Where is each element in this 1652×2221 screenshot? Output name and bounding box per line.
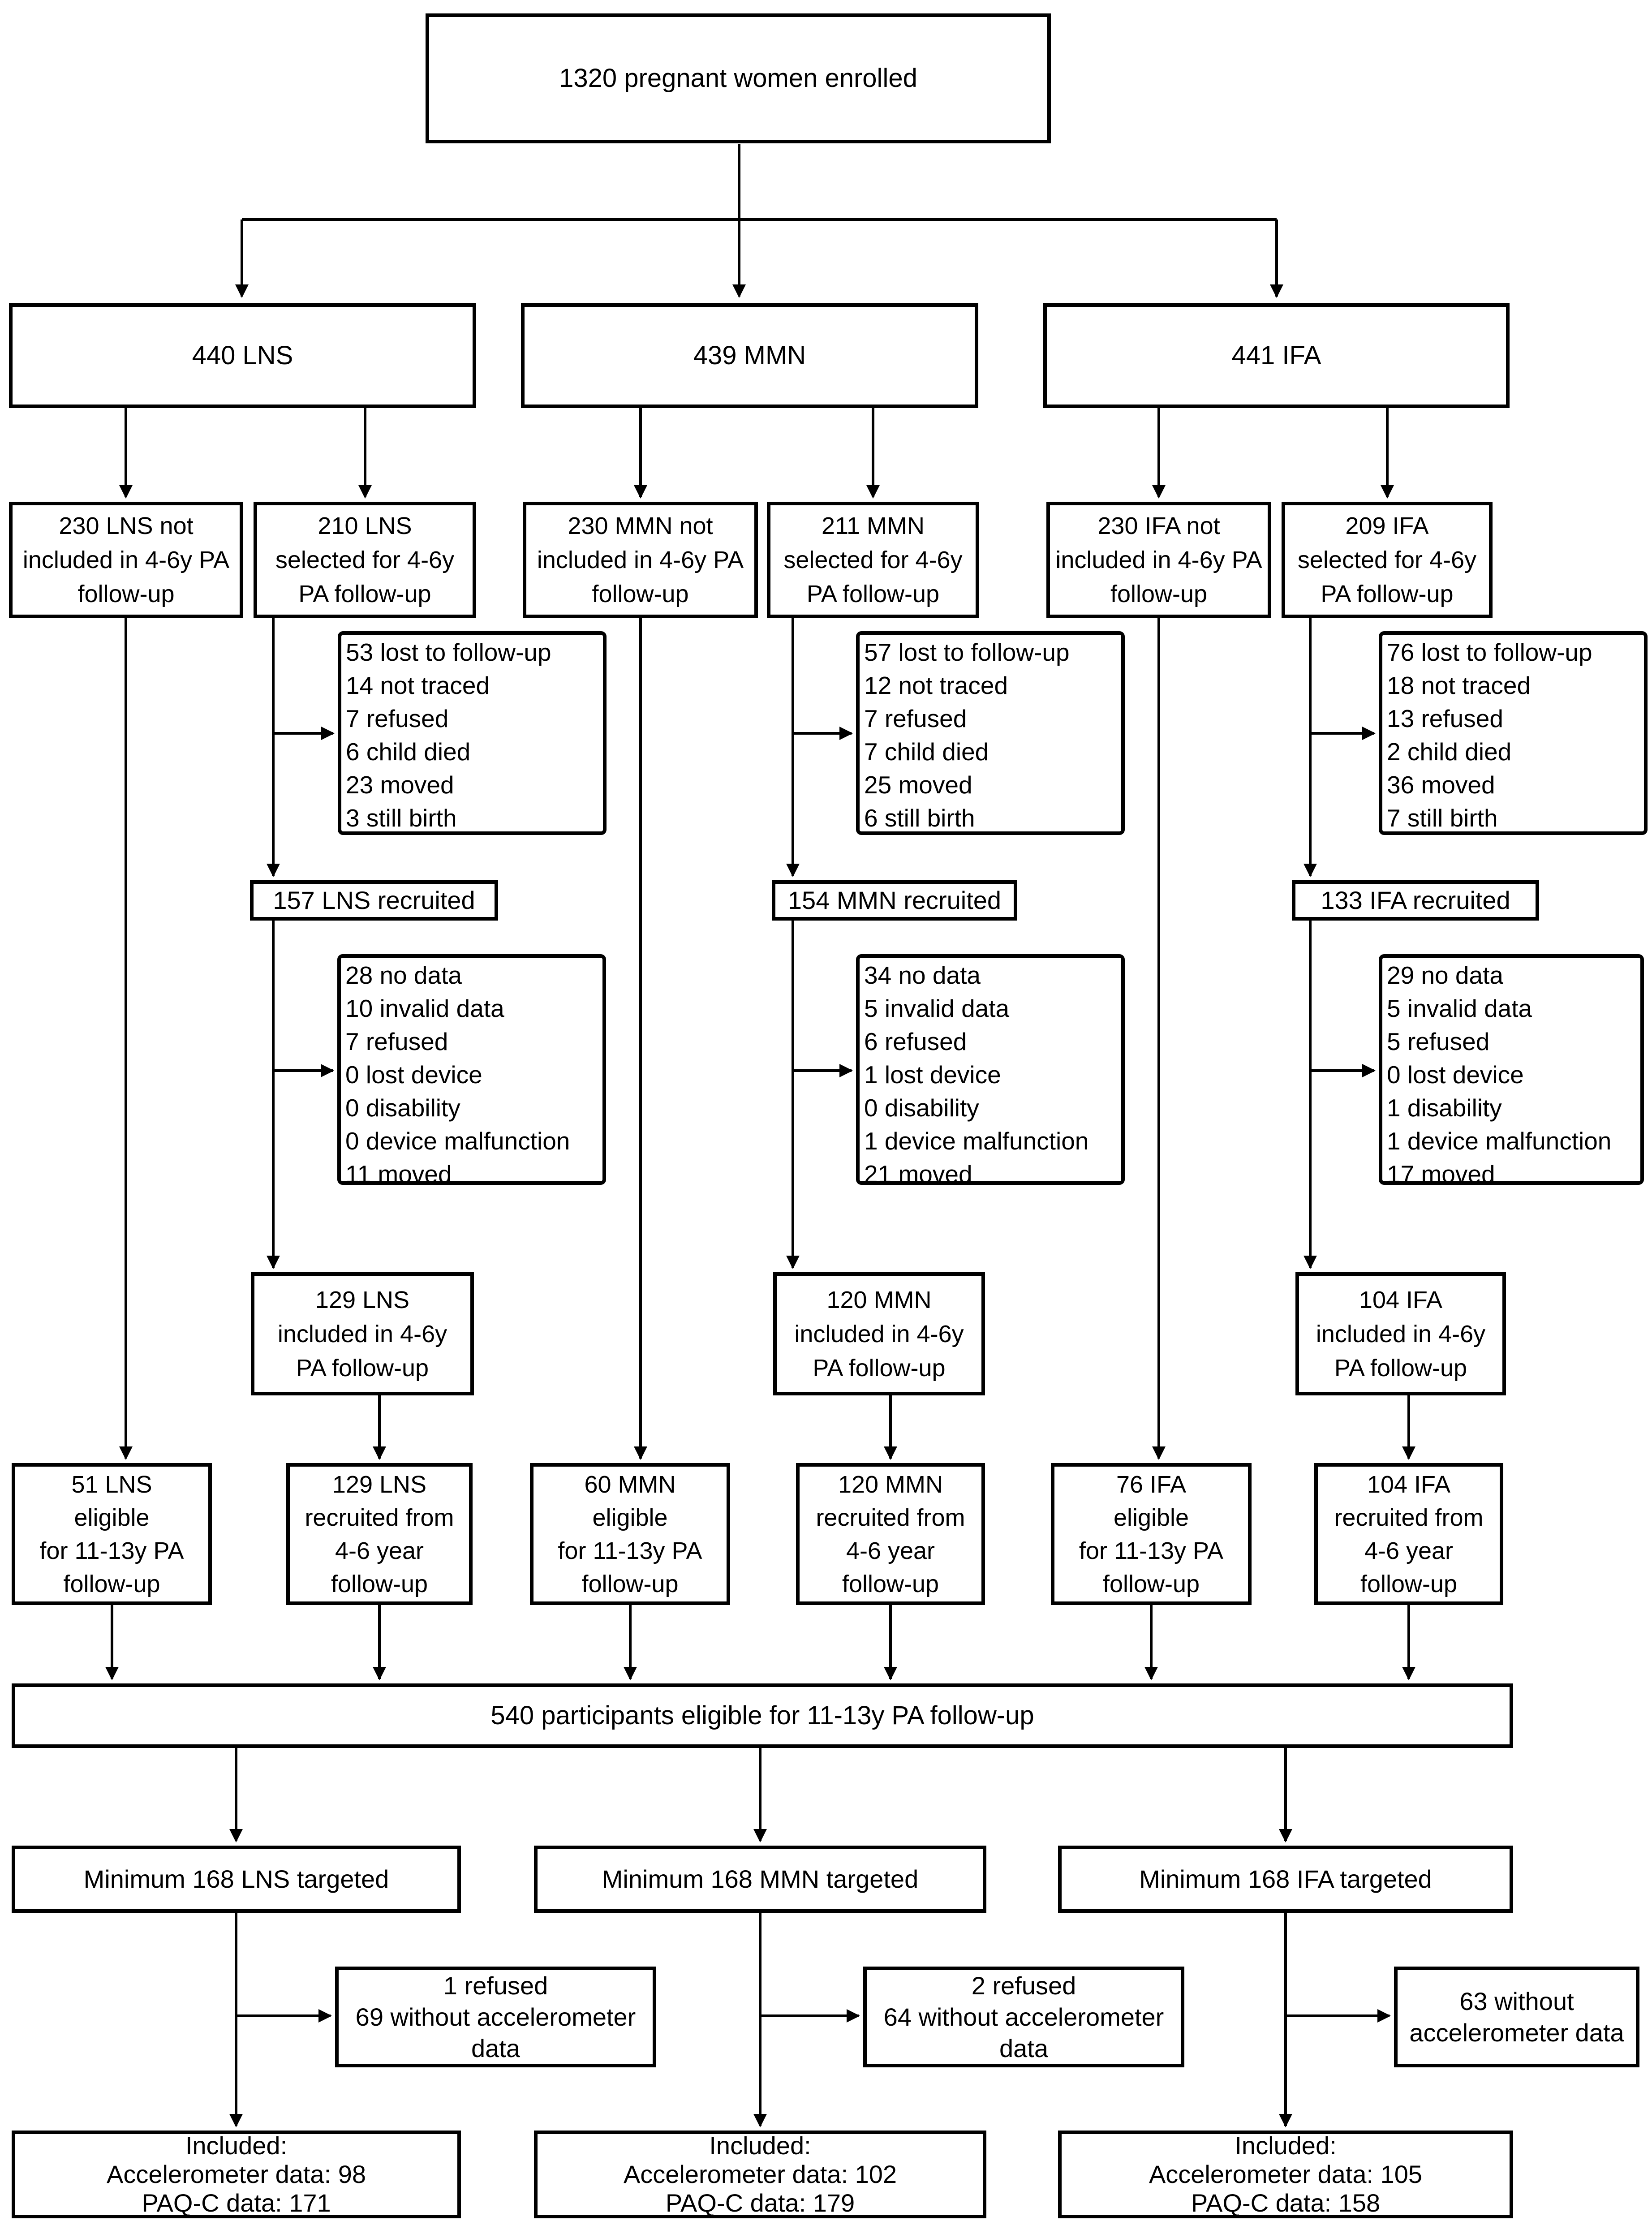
box-mmn-arm: 439 MMN: [521, 303, 978, 408]
box-lns-selected: 210 LNS selected for 4-6y PA follow-up: [254, 502, 476, 618]
box-ifa-targeted: Minimum 168 IFA targeted: [1058, 1846, 1513, 1913]
box-lns-targeted: Minimum 168 LNS targeted: [12, 1846, 461, 1913]
box-mmn-not-included: 230 MMN not included in 4-6y PA follow-u…: [523, 502, 758, 618]
box-lns-eligible-11-13y: 51 LNS eligible for 11-13y PA follow-up: [12, 1463, 212, 1605]
box-mmn-excluded: 2 refused 64 without accelerometer data: [863, 1967, 1184, 2067]
box-mmn-eligible-11-13y: 60 MMN eligible for 11-13y PA follow-up: [530, 1463, 730, 1605]
box-enrolled-total: 1320 pregnant women enrolled: [426, 13, 1051, 143]
box-ifa-excluded: 63 without accelerometer data: [1394, 1967, 1639, 2067]
box-lns-recruited-from-4-6y: 129 LNS recruited from 4-6 year follow-u…: [286, 1463, 473, 1605]
box-lns-recruited: 157 LNS recruited: [250, 880, 498, 921]
box-lns-no-data: 28 no data 10 invalid data 7 refused 0 l…: [337, 954, 606, 1188]
box-ifa-recruited: 133 IFA recruited: [1292, 880, 1539, 921]
box-ifa-no-data: 29 no data 5 invalid data 5 refused 0 lo…: [1379, 954, 1644, 1188]
box-eligible-bar: 540 participants eligible for 11-13y PA …: [12, 1683, 1513, 1748]
box-lns-not-included: 230 LNS not included in 4-6y PA follow-u…: [9, 502, 243, 618]
box-ifa-arm: 441 IFA: [1043, 303, 1510, 408]
box-mmn-recruited: 154 MMN recruited: [772, 880, 1017, 921]
box-mmn-targeted: Minimum 168 MMN targeted: [534, 1846, 986, 1913]
box-lns-included-4-6y: 129 LNS included in 4-6y PA follow-up: [251, 1272, 474, 1395]
box-ifa-eligible-11-13y: 76 IFA eligible for 11-13y PA follow-up: [1051, 1463, 1252, 1605]
box-ifa-included-final: Included: Accelerometer data: 105 PAQ-C …: [1058, 2131, 1513, 2218]
box-lns-included-final: Included: Accelerometer data: 98 PAQ-C d…: [12, 2131, 461, 2218]
box-mmn-no-data: 34 no data 5 invalid data 6 refused 1 lo…: [856, 954, 1125, 1188]
box-ifa-selected: 209 IFA selected for 4-6y PA follow-up: [1282, 502, 1493, 618]
box-mmn-included-4-6y: 120 MMN included in 4-6y PA follow-up: [773, 1272, 985, 1395]
box-mmn-included-final: Included: Accelerometer data: 102 PAQ-C …: [534, 2131, 986, 2218]
box-mmn-lost-to-follow-up: 57 lost to follow-up 12 not traced 7 ref…: [856, 631, 1125, 835]
box-lns-arm: 440 LNS: [9, 303, 476, 408]
box-lns-excluded: 1 refused 69 without accelerometer data: [335, 1967, 656, 2067]
box-lns-lost-to-follow-up: 53 lost to follow-up 14 not traced 7 ref…: [338, 631, 607, 835]
box-ifa-included-4-6y: 104 IFA included in 4-6y PA follow-up: [1295, 1272, 1506, 1395]
box-ifa-recruited-from-4-6y: 104 IFA recruited from 4-6 year follow-u…: [1314, 1463, 1503, 1605]
box-mmn-selected: 211 MMN selected for 4-6y PA follow-up: [767, 502, 979, 618]
box-mmn-recruited-from-4-6y: 120 MMN recruited from 4-6 year follow-u…: [796, 1463, 985, 1605]
box-ifa-lost-to-follow-up: 76 lost to follow-up 18 not traced 13 re…: [1379, 631, 1648, 835]
box-ifa-not-included: 230 IFA not included in 4-6y PA follow-u…: [1046, 502, 1271, 618]
